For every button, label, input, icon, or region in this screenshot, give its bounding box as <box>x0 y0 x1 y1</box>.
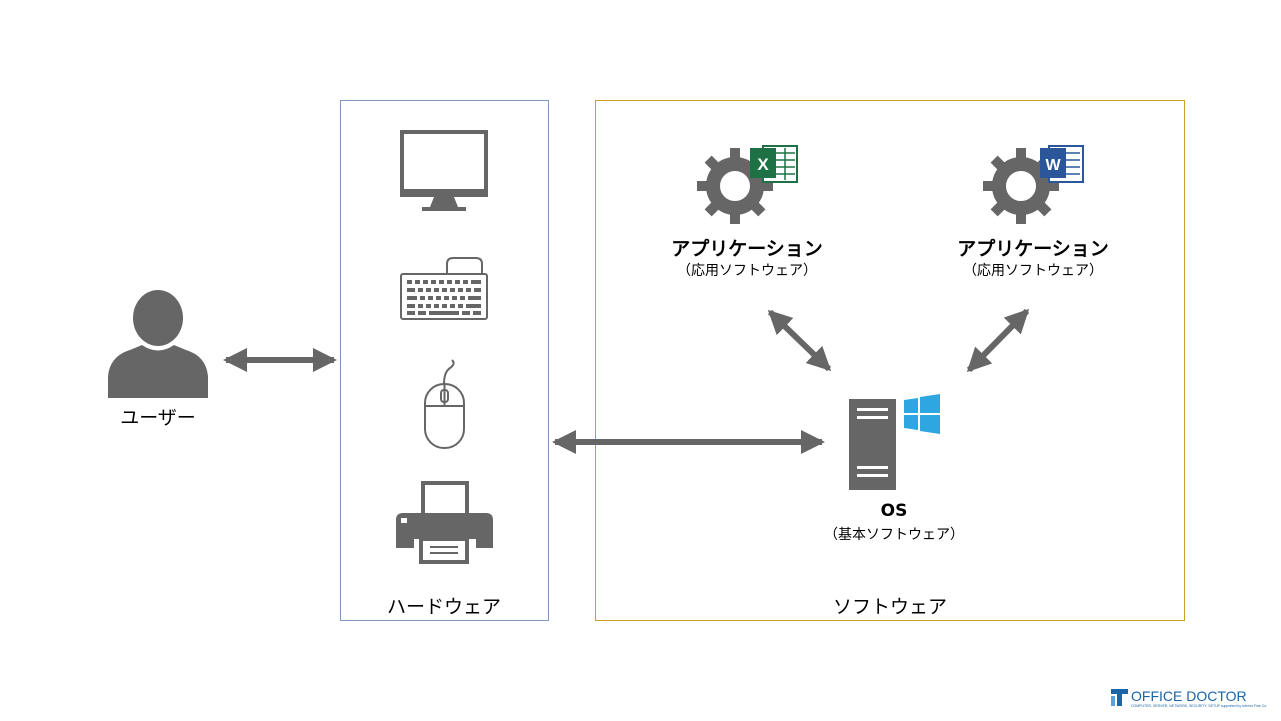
windows-logo-icon <box>904 394 940 434</box>
app1-title: アプリケーション <box>671 238 823 260</box>
hardware-box <box>340 100 549 621</box>
printer-icon <box>396 481 493 564</box>
app2-subtitle: （応用ソフトウェア） <box>963 263 1103 279</box>
app2-title: アプリケーション <box>957 238 1109 260</box>
excel-icon: X <box>750 145 798 183</box>
monitor-icon <box>400 130 488 211</box>
user-icon <box>108 290 208 398</box>
logo-tagline: COMPUTER, SERVER, NETWORK, SECURITY, SET… <box>1131 704 1268 708</box>
arrow-app1-os <box>767 309 832 372</box>
os-subtitle: （基本ソフトウェア） <box>824 527 964 543</box>
arrow-app2-os <box>966 308 1030 373</box>
hardware-label: ハードウェア <box>386 596 501 618</box>
os-title: OS <box>880 501 908 521</box>
user-label: ユーザー <box>120 407 196 429</box>
software-label: ソフトウェア <box>832 596 947 618</box>
software-box <box>595 100 1185 621</box>
keyboard-icon <box>400 257 488 320</box>
server-icon <box>849 399 896 490</box>
logo-name: OFFICE DOCTOR <box>1131 688 1247 704</box>
app1-subtitle: （応用ソフトウェア） <box>677 263 817 279</box>
mouse-icon <box>424 359 465 449</box>
word-icon: W <box>1040 145 1084 183</box>
office-doctor-logo-icon <box>1111 689 1128 706</box>
word-letter: W <box>1045 157 1061 174</box>
excel-letter: X <box>757 155 769 174</box>
